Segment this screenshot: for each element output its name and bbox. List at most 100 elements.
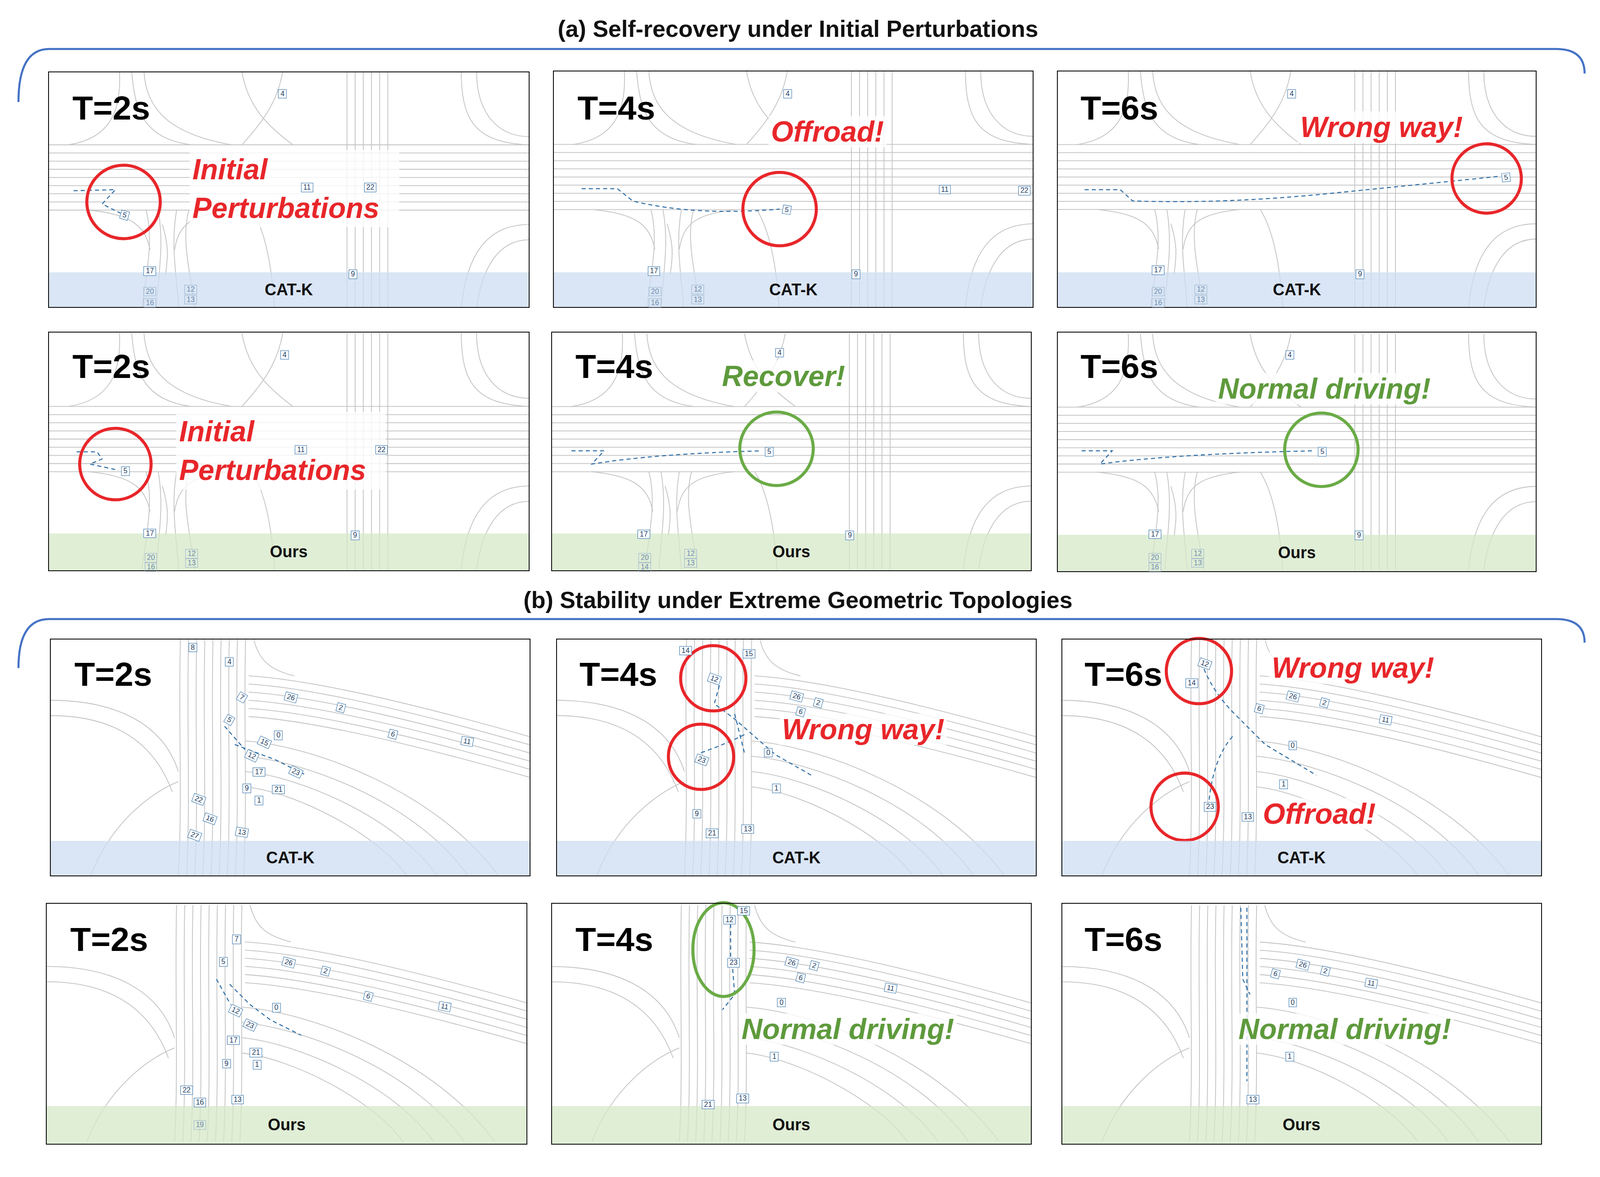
method-band: Ours <box>49 533 529 571</box>
agent-id: 16 <box>205 814 216 825</box>
method-band: Ours <box>552 1106 1031 1145</box>
agent-id: 4 <box>227 658 232 667</box>
section-heading: (b) Stability under Extreme Geometric To… <box>523 586 1073 614</box>
agent-id: 16 <box>1150 563 1159 572</box>
method-band: CAT-K <box>557 841 1036 876</box>
agent-box: 11 <box>1378 714 1393 727</box>
highlight-circle <box>692 903 754 998</box>
agent-id: 11 <box>940 185 949 194</box>
agent-id: 22 <box>182 1086 191 1095</box>
agent-id: 4 <box>1287 350 1292 359</box>
agent-id: 14 <box>640 563 649 572</box>
agent-id: 20 <box>147 553 156 562</box>
agent-box: 13 <box>691 295 705 305</box>
agent-id: 17 <box>650 267 659 276</box>
agent-box: 12 <box>1191 549 1205 559</box>
agent-box: 2 <box>1319 965 1331 977</box>
agent-box: 17 <box>227 1036 241 1046</box>
agent-id: 17 <box>145 267 154 276</box>
agent-box: 13 <box>736 1094 749 1104</box>
agent-box: 4 <box>1287 89 1297 99</box>
status-annotation: Offroad! <box>768 115 887 148</box>
agent-box: 21 <box>271 784 285 794</box>
agent-box: 20 <box>143 287 156 297</box>
agent-id: 4 <box>282 350 287 359</box>
method-band: CAT-K <box>553 272 1033 308</box>
status-annotation: Normal driving! <box>738 1013 957 1046</box>
agent-box: 5 <box>223 714 236 727</box>
agent-id: 16 <box>650 298 660 308</box>
agent-box: 9 <box>692 809 702 819</box>
method-name: CAT-K <box>769 280 818 300</box>
method-band: Ours <box>1057 534 1536 572</box>
agent-box: 22 <box>1018 186 1031 196</box>
agent-box: 12 <box>185 549 199 559</box>
agent-id: 6 <box>389 730 396 740</box>
trajectory <box>1084 176 1498 202</box>
agent-id: 0 <box>1290 998 1295 1008</box>
agent-id: 13 <box>1194 558 1203 567</box>
status-annotation: Normal driving! <box>1235 1013 1454 1046</box>
agent-box: 7 <box>232 935 241 945</box>
agent-box: 12 <box>227 1004 244 1018</box>
agent-box: 15 <box>256 735 272 750</box>
highlight-circle <box>1150 773 1219 841</box>
time-label: T=2s <box>72 89 151 127</box>
sim-panel: T=6sWrong way!CAT-K4517201612139 <box>1056 70 1537 309</box>
agent-id: 26 <box>283 958 294 968</box>
agent-box: 17 <box>1151 265 1165 275</box>
agent-id: 7 <box>237 693 246 703</box>
agent-box: 13 <box>1241 812 1255 822</box>
agent-id: 17 <box>229 1036 238 1045</box>
agent-id: 13 <box>1248 1095 1257 1104</box>
agent-box: 12 <box>184 285 197 295</box>
agent-id: 11 <box>297 445 305 454</box>
method-name: Ours <box>267 1115 306 1135</box>
agent-box: 1 <box>1279 779 1289 789</box>
method-name: CAT-K <box>264 280 313 300</box>
highlight-circle <box>86 165 161 239</box>
time-label: T=6s <box>1084 655 1163 694</box>
agent-id: 6 <box>365 992 371 1002</box>
status-annotation: Offroad! <box>1260 798 1379 830</box>
time-label: T=4s <box>579 655 658 694</box>
agent-id: 13 <box>187 558 197 567</box>
agent-box: 22 <box>375 445 388 455</box>
agent-box: 11 <box>294 445 308 455</box>
agent-box: 9 <box>845 530 855 540</box>
agent-box: 1 <box>770 1052 779 1062</box>
agent-box: 20 <box>1151 287 1165 297</box>
agent-box: 0 <box>271 1003 281 1013</box>
highlight-circle <box>79 428 152 500</box>
agent-id: 12 <box>230 1005 241 1017</box>
section-brace <box>18 49 1585 669</box>
agent-box: 13 <box>684 558 697 568</box>
agent-id: 21 <box>252 1048 261 1057</box>
method-band: CAT-K <box>1062 841 1542 876</box>
agent-id: 8 <box>190 643 195 652</box>
agent-box: 13 <box>1194 295 1208 305</box>
sim-panel: T=2sInitial PerturbationsOurs41122517201… <box>48 331 530 572</box>
agent-box: 16 <box>144 562 158 572</box>
trajectory <box>1240 908 1250 1082</box>
agent-box: 9 <box>1354 530 1364 540</box>
agent-box: 17 <box>647 266 661 276</box>
agent-box: 26 <box>1295 958 1311 972</box>
agent-id: 22 <box>193 794 205 806</box>
agent-id: 1 <box>774 784 779 793</box>
agent-id: 13 <box>686 558 695 567</box>
method-name: CAT-K <box>1272 280 1321 300</box>
method-band: CAT-K <box>50 841 530 876</box>
agent-box: 2 <box>812 697 824 709</box>
agent-id: 20 <box>640 553 649 562</box>
agent-box: 1 <box>254 796 264 806</box>
agent-box: 12 <box>684 549 697 559</box>
agent-id: 13 <box>1196 295 1205 304</box>
road-map <box>48 71 530 309</box>
agent-id: 9 <box>352 531 357 540</box>
agent-id: 12 <box>1196 285 1205 294</box>
agent-box: 6 <box>362 991 374 1003</box>
agent-id: 0 <box>779 998 784 1008</box>
agent-id: 20 <box>1154 287 1163 296</box>
trajectory <box>76 451 119 471</box>
